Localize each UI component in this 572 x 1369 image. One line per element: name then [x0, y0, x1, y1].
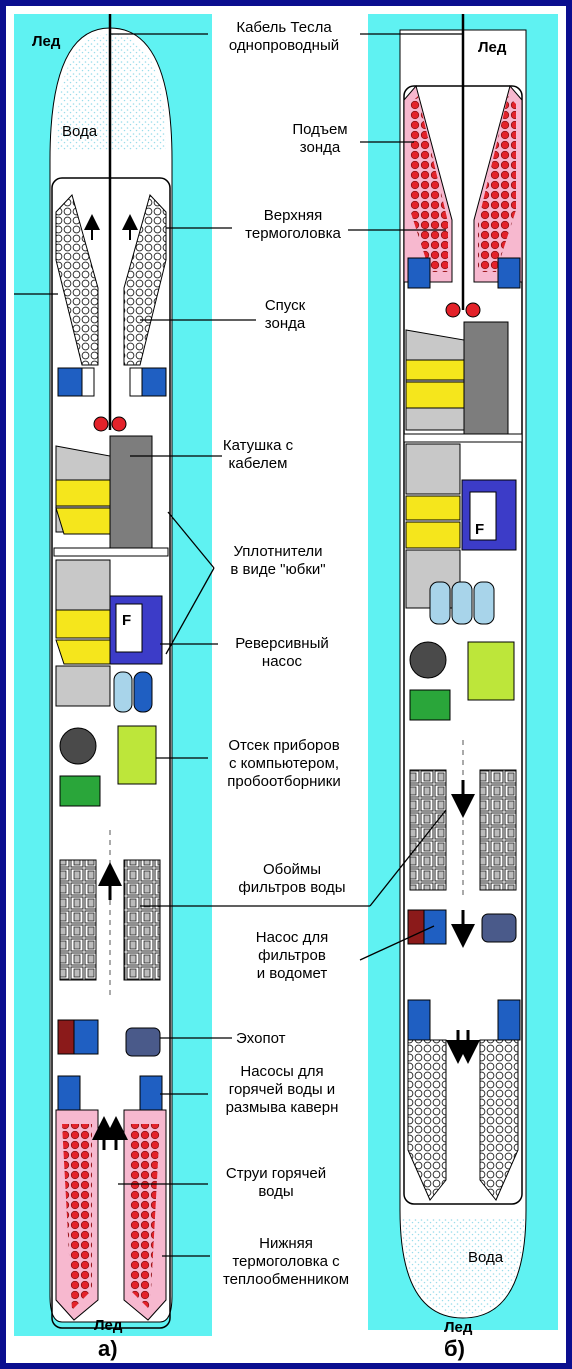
hot-pump-b-left [408, 1000, 430, 1040]
tank-a-2 [134, 672, 152, 712]
body-a-mid [56, 560, 110, 610]
ice-label-a-bottom: Лед [94, 1317, 123, 1334]
water-label-b: Вода [468, 1249, 504, 1266]
cable-spool-b [464, 322, 508, 434]
probe-a: F Лед Вода Лед [14, 14, 212, 1336]
skirt-a-1 [56, 508, 110, 534]
cable-guide-b-right [466, 303, 480, 317]
probe-b: F Лед Вода Лед [368, 14, 558, 1336]
caption-a: а) [98, 1336, 118, 1361]
pump-b-upper-right [498, 258, 520, 288]
computer-a [118, 726, 156, 784]
tank-b-1 [430, 582, 450, 624]
instrument-dial-a [60, 728, 96, 764]
cable-spool-a [110, 436, 152, 548]
tank-b-2 [452, 582, 472, 624]
pump-letter-b: F [475, 521, 484, 538]
sampler-b [410, 690, 450, 720]
filter-cage-a-left [60, 860, 96, 980]
tank-a-1 [114, 672, 132, 712]
pump-a-lower-red [58, 1020, 74, 1054]
water-label-a: Вода [62, 123, 98, 140]
pump-a-lower-blue [74, 1020, 98, 1054]
hot-pump-a-right [140, 1076, 162, 1110]
cable-guide-b-left [446, 303, 460, 317]
skirt-b-1 [406, 360, 464, 380]
echosounder-a [126, 1028, 160, 1056]
computer-b [468, 642, 514, 700]
seal-b-2 [406, 522, 460, 548]
filter-cage-b-right [480, 770, 516, 890]
caption-b: б) [444, 1336, 465, 1361]
callout-echosounder: Эхопот [236, 1030, 286, 1047]
hot-pump-a-left [58, 1076, 80, 1110]
body-b-mid [406, 444, 460, 494]
ice-label-a-top: Лед [32, 33, 61, 50]
pump-b-upper-left [408, 258, 430, 288]
ice-label-b-top: Лед [478, 39, 507, 56]
seal-a-1 [56, 480, 110, 506]
skirt-a-2 [56, 640, 110, 664]
seal-a-2 [56, 610, 110, 638]
cable-guide-a-left [94, 417, 108, 431]
pump-b-lower-blue [424, 910, 446, 944]
pump-letter-a: F [122, 612, 131, 629]
ice-label-b-bottom: Лед [444, 1319, 473, 1336]
instrument-dial-b [410, 642, 446, 678]
pump-b-lower-red [408, 910, 424, 944]
pump-a-upper-left [58, 368, 82, 396]
skirt-b-2 [406, 496, 460, 520]
filter-cage-a-right [124, 860, 160, 980]
pump-a-upper-right [142, 368, 166, 396]
hot-pump-b-right [498, 1000, 520, 1040]
cable-guide-a-right [112, 417, 126, 431]
tank-b-3 [474, 582, 494, 624]
seal-b-1 [406, 382, 464, 408]
echosounder-b [482, 914, 516, 942]
sampler-a [60, 776, 100, 806]
filter-cage-b-left [410, 770, 446, 890]
